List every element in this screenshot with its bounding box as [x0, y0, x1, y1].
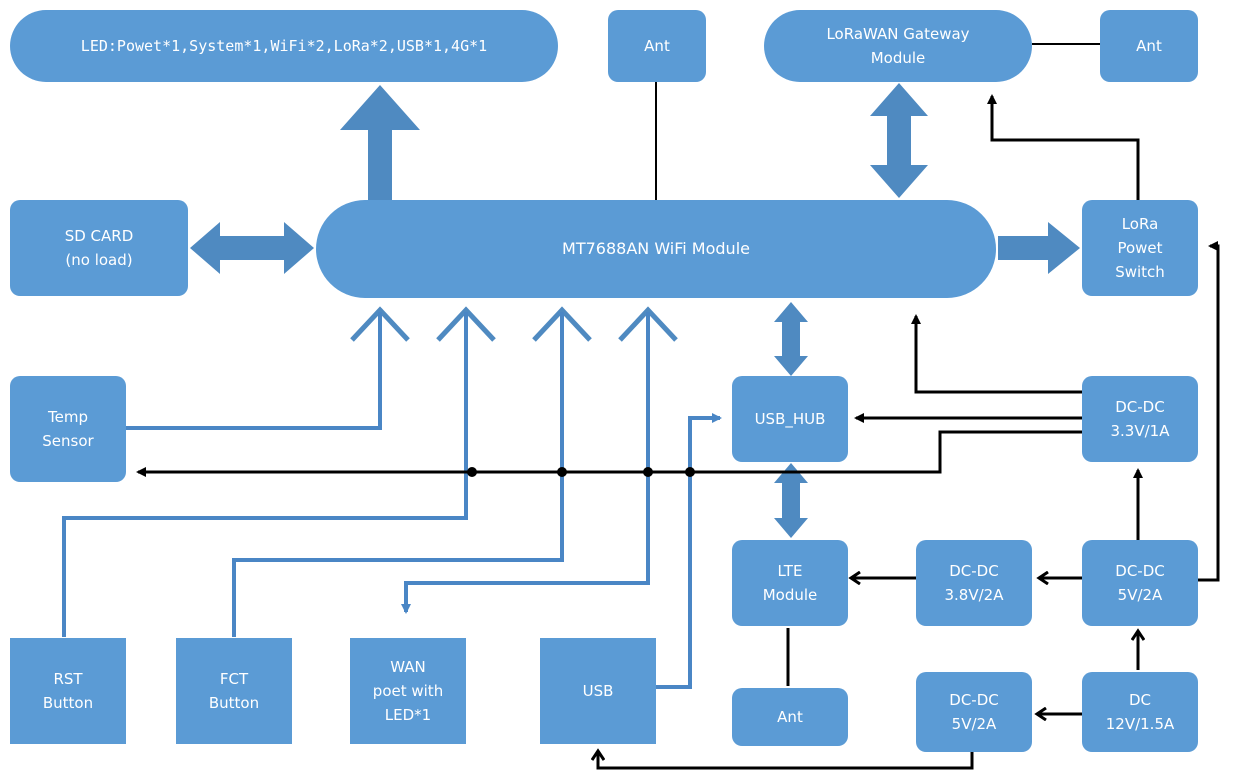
wan-port-line [401, 312, 650, 614]
usb-port-box: USB [540, 638, 656, 744]
mt7688an-wifi-module: MT7688AN WiFi Module [316, 200, 996, 298]
sd-wifi-double-arrow [190, 222, 314, 274]
dc5v-to-lora-switch [1198, 241, 1220, 582]
temp-sensor-box: Temp Sensor [10, 376, 126, 482]
wifi-to-led-arrow [340, 85, 420, 200]
fct-input-chevron [532, 306, 592, 342]
sd-card-box: SD CARD (no load) [10, 200, 188, 296]
dcdc5v-b-to-usb [598, 752, 974, 770]
wifi-usbhub-double-arrow [774, 302, 808, 376]
temp-input-chevron [350, 306, 410, 342]
led-indicator-bar: LED:Powet*1,System*1,WiFi*2,LoRa*2,USB*1… [10, 10, 558, 82]
lora-switch-to-lorawan [987, 94, 1140, 200]
crossover-dot [643, 467, 653, 477]
dcdc-5v-secondary-box: DC-DC 5V/2A [916, 672, 1032, 752]
lte-module-box: LTE Module [732, 540, 848, 626]
dcdc33-to-temp-sensor [136, 430, 1082, 477]
rst-input-chevron [436, 306, 496, 342]
crossover-dot [467, 467, 477, 477]
lorawan-gateway-module: LoRaWAN Gateway Module [764, 10, 1032, 82]
dcdc-3v3-box: DC-DC 3.3V/1A [1082, 376, 1198, 462]
wan-port-box: WAN poet with LED*1 [350, 638, 466, 744]
fct-button-box: FCT Button [176, 638, 292, 744]
antenna-lorawan-box: Ant [1100, 10, 1198, 82]
antenna-lte-box: Ant [732, 688, 848, 746]
crossover-dot [685, 467, 695, 477]
wifi-lorawan-double-arrow [870, 83, 928, 198]
wifi-to-lora-switch-arrow [998, 222, 1080, 274]
dc-input-box: DC 12V/1.5A [1082, 672, 1198, 752]
rst-button-box: RST Button [10, 638, 126, 744]
usb-input-chevron [618, 306, 678, 342]
usb-hub-link [656, 413, 722, 689]
antenna-wifi-box: Ant [608, 10, 706, 82]
fct-button-line [232, 312, 564, 637]
lora-power-switch: LoRa Powet Switch [1082, 200, 1198, 296]
dcdc33-to-wifi [911, 314, 1082, 394]
crossover-dot [557, 467, 567, 477]
rst-button-line [62, 312, 468, 637]
usb-hub-box: USB_HUB [732, 376, 848, 462]
dcdc-5v-box: DC-DC 5V/2A [1082, 540, 1198, 626]
usbhub-lte-double-arrow [774, 463, 808, 538]
dcdc-3v8-box: DC-DC 3.8V/2A [916, 540, 1032, 626]
temp-sensor-line [126, 312, 382, 430]
